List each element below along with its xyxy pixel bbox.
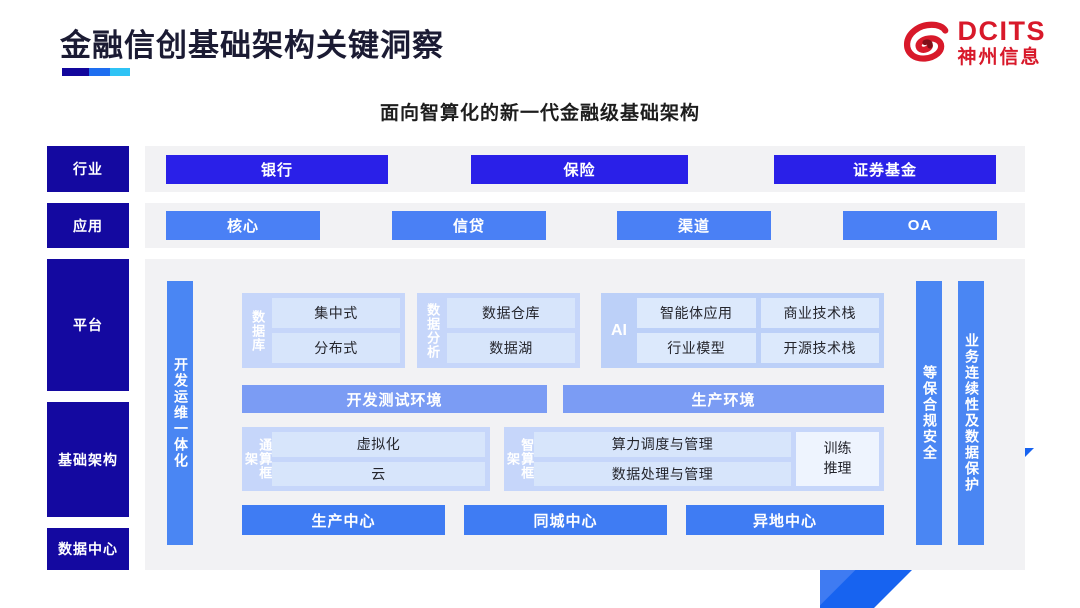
data-analysis-stack: 数据仓库 数据湖 bbox=[447, 298, 575, 363]
industry-chip-insurance[interactable]: 保险 bbox=[471, 154, 688, 184]
slide-header: 金融信创基础架构关键洞察 DCITS 神州信息 bbox=[0, 0, 1080, 92]
cell-opensource-tech-stack[interactable]: 开源技术栈 bbox=[760, 333, 879, 363]
vbar-business-continuity-data-protection: 业务连续性及数据保护 bbox=[958, 281, 984, 545]
envbar-production-environment[interactable]: 生产环境 bbox=[563, 385, 884, 413]
logo-chinese-text: 神州信息 bbox=[957, 47, 1042, 68]
group-label-database: 数据库 bbox=[250, 309, 266, 352]
panel-industry: 银行 保险 证券基金 bbox=[145, 146, 1025, 192]
vbar-compliance-security: 等保合规安全 bbox=[916, 281, 942, 545]
dc-chip-production-center[interactable]: 生产中心 bbox=[242, 505, 445, 535]
cell-commercial-tech-stack[interactable]: 商业技术栈 bbox=[760, 298, 879, 328]
cell-cloud[interactable]: 云 bbox=[272, 461, 485, 486]
industry-chip-bank[interactable]: 银行 bbox=[166, 154, 388, 184]
application-chip-credit[interactable]: 信贷 bbox=[392, 211, 546, 240]
group-label-ai: AI bbox=[611, 321, 627, 339]
ai-grid: 智能体应用 商业技术栈 行业模型 开源技术栈 bbox=[637, 298, 879, 363]
industry-chip-securities-fund[interactable]: 证券基金 bbox=[774, 154, 996, 184]
general-compute-stack: 虚拟化 云 bbox=[272, 432, 485, 486]
application-chip-core[interactable]: 核心 bbox=[166, 211, 320, 240]
application-chip-oa[interactable]: OA bbox=[843, 211, 997, 240]
diagram-subtitle: 面向智算化的新一代金融级基础架构 bbox=[379, 103, 700, 124]
cell-agent-application[interactable]: 智能体应用 bbox=[637, 298, 756, 328]
vbar-devops-integration: 开发运维一体化 bbox=[167, 281, 193, 545]
rail-label-infrastructure: 基础架构 bbox=[47, 402, 129, 517]
group-general-compute-framework: 通算框架 虚拟化 云 bbox=[242, 427, 490, 491]
intelligent-compute-inner: 算力调度与管理 数据处理与管理 训练 推理 bbox=[534, 432, 879, 486]
cell-data-processing-management[interactable]: 数据处理与管理 bbox=[534, 461, 791, 486]
dc-chip-same-city-center[interactable]: 同城中心 bbox=[464, 505, 667, 535]
group-label-data-analysis: 数据分析 bbox=[425, 302, 441, 359]
logo-wordmark: DCITS 神州信息 bbox=[957, 16, 1047, 68]
group-label-intelligent-compute-framework: 智算框架 bbox=[505, 438, 535, 480]
card-training-inference[interactable]: 训练 推理 bbox=[796, 432, 879, 486]
rail-label-platform: 平台 bbox=[47, 259, 129, 391]
rail-label-industry: 行业 bbox=[47, 146, 129, 192]
brand-logo: DCITS 神州信息 bbox=[903, 18, 1047, 67]
panel-application: 核心 信贷 渠道 OA bbox=[145, 203, 1025, 248]
logo-english-text: DCITS bbox=[957, 16, 1046, 46]
cell-centralized[interactable]: 集中式 bbox=[272, 298, 400, 328]
cell-data-lake[interactable]: 数据湖 bbox=[447, 333, 575, 363]
cell-compute-scheduling-management[interactable]: 算力调度与管理 bbox=[534, 432, 791, 457]
rule-segment-1 bbox=[62, 68, 90, 76]
application-chip-row: 核心 信贷 渠道 OA bbox=[145, 203, 1025, 248]
page-title: 金融信创基础架构关键洞察 bbox=[60, 28, 444, 63]
inference-label: 推理 bbox=[823, 460, 852, 476]
dcits-swirl-icon bbox=[903, 21, 948, 62]
training-label: 训练 bbox=[823, 440, 852, 457]
group-label-general-compute-framework: 通算框架 bbox=[243, 438, 273, 480]
title-underline-rule bbox=[62, 68, 130, 76]
cell-data-warehouse[interactable]: 数据仓库 bbox=[447, 298, 575, 328]
rail-label-application: 应用 bbox=[47, 203, 129, 248]
rule-segment-3 bbox=[109, 68, 130, 76]
group-database: 数据库 集中式 分布式 bbox=[242, 293, 405, 368]
intelligent-compute-stack: 算力调度与管理 数据处理与管理 bbox=[534, 432, 791, 486]
dc-chip-remote-center[interactable]: 异地中心 bbox=[686, 505, 884, 535]
rule-segment-2 bbox=[89, 68, 110, 76]
application-chip-channel[interactable]: 渠道 bbox=[617, 211, 771, 240]
rail-label-datacenter: 数据中心 bbox=[47, 528, 129, 570]
envbar-dev-test-environment[interactable]: 开发测试环境 bbox=[242, 385, 547, 413]
cell-distributed[interactable]: 分布式 bbox=[272, 333, 400, 363]
database-stack: 集中式 分布式 bbox=[272, 298, 400, 363]
group-ai: AI 智能体应用 商业技术栈 行业模型 开源技术栈 bbox=[601, 293, 884, 368]
cell-virtualization[interactable]: 虚拟化 bbox=[272, 432, 485, 457]
industry-chip-row: 银行 保险 证券基金 bbox=[145, 146, 1025, 192]
cell-industry-model[interactable]: 行业模型 bbox=[637, 333, 756, 363]
group-data-analysis: 数据分析 数据仓库 数据湖 bbox=[417, 293, 580, 368]
group-intelligent-compute-framework: 智算框架 算力调度与管理 数据处理与管理 训练 推理 bbox=[504, 427, 884, 491]
